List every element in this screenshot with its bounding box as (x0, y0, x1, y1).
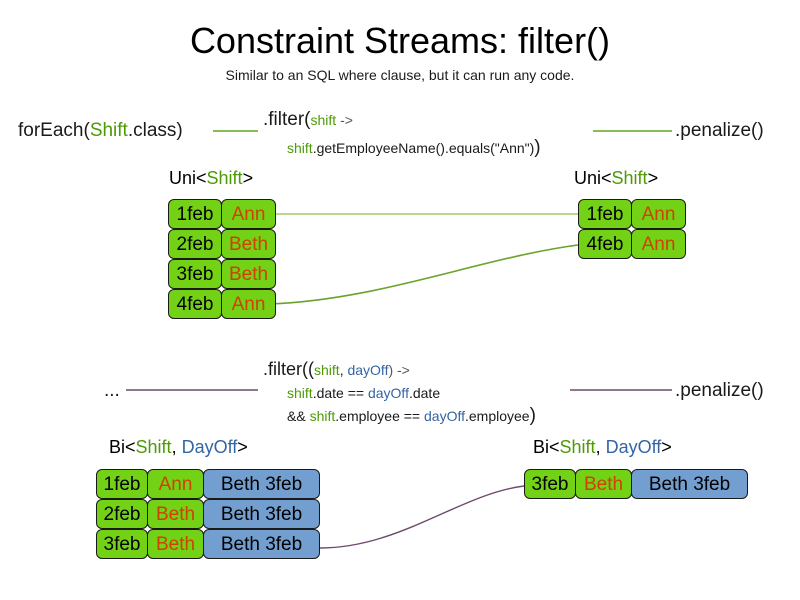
filter2-l3-field: .employee (465, 408, 530, 424)
card-name: Beth (221, 229, 276, 259)
card-date: 4feb (168, 289, 222, 319)
filter1-param-shift: shift (310, 112, 337, 128)
filter2-comma: , (339, 362, 348, 378)
card-date: 1feb (96, 469, 148, 499)
filter2-line2: shift.date == dayOff.date (287, 385, 440, 401)
card-date: 3feb (96, 529, 148, 559)
uni-left-type-label: Uni<Shift> (169, 168, 253, 189)
card-name: Beth (147, 529, 204, 559)
card-date: 3feb (168, 259, 222, 289)
uni-left-card-0[interactable]: 1feb Ann (168, 199, 276, 229)
filter2-l2-shift: shift (287, 385, 313, 401)
filter2-close-paren: ) (529, 405, 536, 426)
bi-right-prefix: Bi< (533, 437, 560, 457)
bi-right-card-0[interactable]: 3feb Beth Beth 3feb (524, 469, 748, 499)
card-name: Ann (221, 289, 276, 319)
card-name: Ann (221, 199, 276, 229)
bi-left-card-2[interactable]: 3feb Beth Beth 3feb (96, 529, 320, 559)
card-name: Ann (147, 469, 204, 499)
uni-left-prefix: Uni< (169, 168, 207, 188)
bi-left-type-label: Bi<Shift, DayOff> (109, 437, 248, 458)
filter2-l3-op: .employee == (335, 408, 424, 424)
uni-left-suffix: > (242, 168, 254, 188)
foreach-type: Shift (89, 120, 128, 141)
bi-right-comma: , (595, 437, 606, 457)
filter2-l2-dayoff: dayOff (367, 385, 409, 401)
filter2-param-shift: shift (314, 362, 340, 378)
penalize1-label: .penalize() (675, 120, 764, 141)
card-name: Ann (631, 229, 686, 259)
card-name: Beth (221, 259, 276, 289)
uni-right-card-0[interactable]: 1feb Ann (578, 199, 686, 229)
uni-left-card-2[interactable]: 3feb Beth (168, 259, 276, 289)
bi-left-card-1[interactable]: 2feb Beth Beth 3feb (96, 499, 320, 529)
card-name: Beth (147, 499, 204, 529)
card-name: Ann (631, 199, 686, 229)
bi-right-type-label: Bi<Shift, DayOff> (533, 437, 672, 458)
link-bi-row3 (319, 485, 525, 549)
uni-right-type-label: Uni<Shift> (574, 168, 658, 189)
bi-left-suffix: > (237, 437, 248, 457)
uni-right-suffix: > (647, 168, 659, 188)
bi-right-suffix: > (661, 437, 672, 457)
filter1-close-paren: ) (534, 137, 541, 158)
page-title: Constraint Streams: filter() (189, 20, 611, 61)
page-subtitle: Similar to an SQL where clause, but it c… (225, 67, 575, 83)
bi-right-generic-a: Shift (559, 437, 596, 457)
filter1-line1: .filter(shift -> (263, 109, 353, 131)
filter1-line2: shift.getEmployeeName().equals("Ann")) (287, 137, 541, 159)
uni-right-card-1[interactable]: 4feb Ann (578, 229, 686, 259)
card-date: 1feb (168, 199, 222, 229)
filter2-l2-field: .date (408, 385, 441, 401)
filter2-l2-op: .date == (312, 385, 368, 401)
filter2-l3-dayoff: dayOff (424, 408, 465, 424)
penalize2-label: .penalize() (675, 380, 764, 401)
foreach-prefix: forEach( (18, 120, 90, 141)
card-dayoff: Beth 3feb (631, 469, 748, 499)
uni-left-card-3[interactable]: 4feb Ann (168, 289, 276, 319)
bi-left-generic-a: Shift (135, 437, 172, 457)
card-dayoff: Beth 3feb (203, 499, 320, 529)
filter1-body-param: shift (287, 140, 313, 156)
filter2-line3: && shift.employee == dayOff.employee) (287, 405, 536, 427)
bi-left-card-0[interactable]: 1feb Ann Beth 3feb (96, 469, 320, 499)
bi-left-generic-b: DayOff (181, 437, 238, 457)
foreach-suffix: .class) (127, 120, 183, 141)
source-ellipsis-label: ... (104, 380, 120, 401)
card-date: 2feb (168, 229, 222, 259)
filter2-line1: .filter((shift, dayOff) -> (263, 359, 410, 380)
card-date: 3feb (524, 469, 576, 499)
bi-right-generic-b: DayOff (605, 437, 662, 457)
card-date: 2feb (96, 499, 148, 529)
foreach-source-label: forEach(Shift.class) (18, 120, 183, 142)
filter2-l3-and: && (287, 408, 310, 424)
filter2-arrow: ) -> (388, 362, 410, 378)
filter1-body-expr: .getEmployeeName().equals("Ann") (312, 140, 535, 156)
card-dayoff: Beth 3feb (203, 529, 320, 559)
link-uni-row4 (269, 244, 579, 305)
filter2-l3-shift: shift (309, 408, 336, 424)
uni-right-generic: Shift (611, 168, 648, 188)
bi-left-comma: , (171, 437, 182, 457)
uni-left-card-1[interactable]: 2feb Beth (168, 229, 276, 259)
uni-right-prefix: Uni< (574, 168, 612, 188)
filter1-arrow: -> (336, 112, 353, 128)
card-date: 1feb (578, 199, 632, 229)
card-name: Beth (575, 469, 632, 499)
card-dayoff: Beth 3feb (203, 469, 320, 499)
bi-left-prefix: Bi< (109, 437, 136, 457)
filter2-param-dayoff: dayOff (347, 362, 389, 378)
card-date: 4feb (578, 229, 632, 259)
uni-left-generic: Shift (206, 168, 243, 188)
filter1-call: .filter( (263, 109, 311, 130)
filter2-call: .filter(( (263, 359, 314, 379)
